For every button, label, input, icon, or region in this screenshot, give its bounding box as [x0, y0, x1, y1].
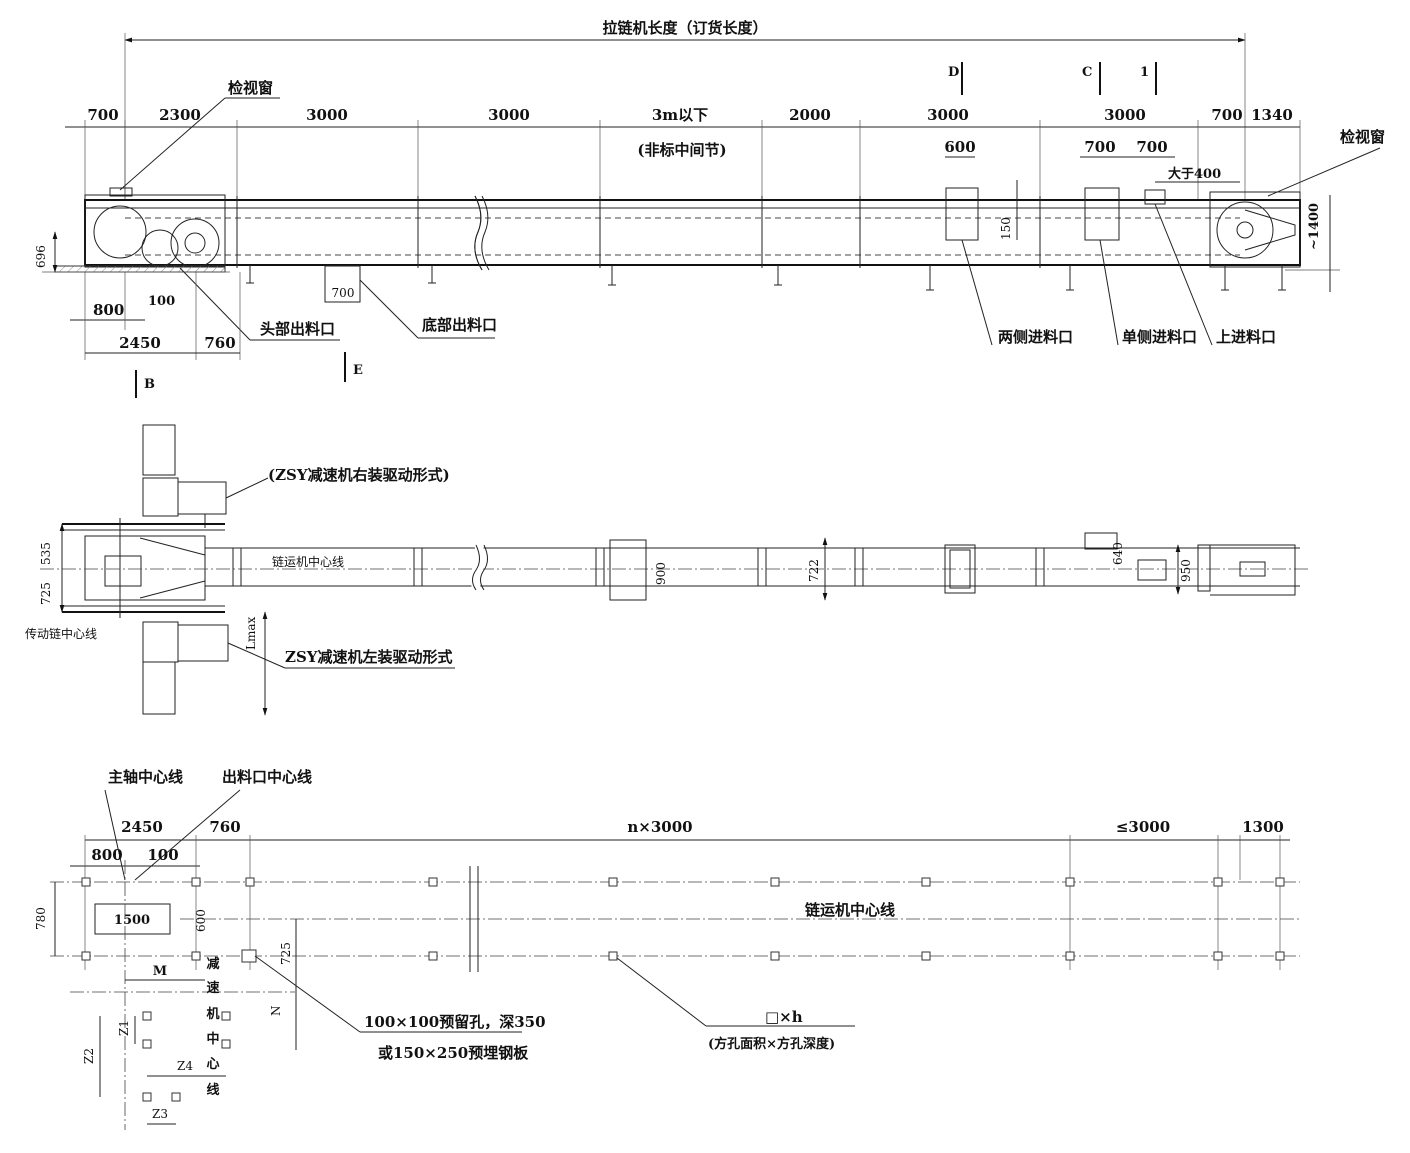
dim-1340: 1340 — [1251, 106, 1293, 124]
top-inlet: 上进料口 — [1216, 328, 1276, 346]
square-hole-2: (方孔面积×方孔深度) — [708, 1036, 835, 1052]
dim-n-x-3000: n×3000 — [627, 818, 692, 836]
svg-text:减: 减 — [206, 956, 219, 972]
dim-600-f: 600 — [194, 909, 208, 932]
dim-3000-d: 3000 — [1104, 106, 1146, 124]
svg-text:线: 线 — [206, 1082, 219, 1098]
dim-2450: 2450 — [119, 334, 161, 352]
reducer-motor-top — [142, 424, 176, 476]
dim-725-f: 725 — [279, 942, 293, 965]
section-mark-c: C — [1082, 65, 1092, 80]
dim-2300: 2300 — [159, 106, 201, 124]
greater-than-400: 大于400 — [1168, 166, 1221, 182]
foundation-plan: 主轴中心线 出料口中心线 2450 760 n×3000 ≤3000 1300 … — [34, 768, 1300, 1130]
square-hole-1: □×h — [765, 1008, 803, 1026]
plan-inlet-top — [1137, 559, 1167, 581]
dim-2450-f: 2450 — [121, 818, 163, 836]
both-side-inlet-box — [945, 187, 979, 241]
bottom-outlet: 底部出料口 — [422, 316, 497, 334]
dim-1500: 1500 — [114, 913, 150, 928]
conveyor-centerline-label: 链运机中心线 — [272, 554, 344, 569]
dim-800: 800 — [93, 301, 124, 319]
svg-text:速: 速 — [206, 980, 219, 996]
dim-900: 900 — [654, 562, 668, 585]
dim-640: 640 — [1111, 542, 1125, 565]
svg-text:心: 心 — [206, 1057, 219, 1072]
dim-le-3000: ≤3000 — [1116, 818, 1170, 836]
elevation-view: 拉链机长度（订货长度） 700 2300 3000 3000 3m以下 2000… — [34, 19, 1385, 398]
section-mark-d: D — [948, 65, 959, 80]
plan-inlet-single — [1084, 532, 1118, 550]
dim-100-f: 100 — [147, 846, 178, 864]
dim-1400: ~1400 — [1307, 203, 1322, 250]
dim-1300: 1300 — [1242, 818, 1284, 836]
outlet-centerline: 出料口中心线 — [222, 768, 312, 786]
dim-700: 700 — [87, 106, 118, 124]
overall-length-label: 拉链机长度（订货长度） — [602, 19, 767, 37]
plan-view: (ZSY减速机右装驱动形式) 链运机中心线 900 722 — [25, 424, 1310, 716]
dim-700-outlet: 700 — [332, 286, 355, 300]
dim-760-f: 760 — [209, 818, 240, 836]
right-drive-label: (ZSY减速机右装驱动形式) — [268, 466, 450, 484]
plan-inlet-both — [944, 544, 976, 594]
dim-z2: Z2 — [82, 1048, 96, 1064]
plan-outlet-900 — [609, 539, 647, 601]
dim-950: 950 — [1179, 559, 1193, 582]
dim-100: 100 — [148, 294, 175, 309]
nonstandard-note: (非标中间节) — [637, 141, 726, 159]
dim-z1: Z1 — [117, 1020, 131, 1036]
dim-3000-a: 3000 — [306, 106, 348, 124]
svg-text:中: 中 — [206, 1031, 219, 1047]
reducer-motor-bottom — [142, 621, 179, 663]
main-shaft-centerline: 主轴中心线 — [108, 768, 183, 786]
dim-760: 760 — [204, 334, 235, 352]
dim-3000-b: 3000 — [488, 106, 530, 124]
dim-150: 150 — [999, 217, 1013, 240]
dim-m: M — [153, 964, 167, 979]
dim-600-inlet: 600 — [944, 138, 975, 156]
dim-696: 696 — [34, 245, 48, 268]
dim-700-inlet-b: 700 — [1136, 138, 1167, 156]
reducer-centerline-label: 减 速 机 中 心 线 — [206, 956, 219, 1098]
dim-700-right: 700 — [1211, 106, 1242, 124]
conveyor-centerline-f-label: 链运机中心线 — [805, 901, 895, 919]
dim-n: N — [269, 1006, 283, 1017]
dim-780: 780 — [34, 907, 48, 930]
dim-2000: 2000 — [789, 106, 831, 124]
dim-700-inlet-a: 700 — [1084, 138, 1115, 156]
section-mark-1: 1 — [1140, 65, 1149, 80]
hole-note-2: 或150×250预埋钢板 — [378, 1044, 529, 1062]
dim-535: 535 — [39, 542, 53, 565]
plan-flanges — [232, 544, 1211, 592]
head-outlet: 头部出料口 — [260, 320, 335, 338]
dim-800-f: 800 — [91, 846, 122, 864]
dim-3m-below: 3m以下 — [652, 106, 708, 124]
dim-3000-c: 3000 — [927, 106, 969, 124]
drive-chain-centerline: 传动链中心线 — [25, 626, 97, 641]
anchor-holes — [81, 877, 1285, 961]
dim-z3: Z3 — [152, 1107, 168, 1121]
left-drive-label: ZSY减速机左装驱动形式 — [285, 648, 453, 666]
top-inlet-box — [1144, 189, 1166, 205]
view-window-right: 检视窗 — [1340, 128, 1385, 146]
single-side-inlet: 单侧进料口 — [1122, 328, 1197, 346]
dim-lmax: Lmax — [244, 616, 258, 650]
dim-722: 722 — [807, 559, 821, 582]
section-flanges — [236, 196, 1041, 268]
section-mark-e: E — [353, 363, 363, 378]
hole-note-1: 100×100预留孔，深350 — [364, 1013, 546, 1031]
section-mark-b: B — [144, 377, 155, 392]
dim-725: 725 — [39, 582, 53, 605]
support-legs — [246, 265, 1286, 291]
svg-text:机: 机 — [206, 1006, 219, 1022]
dim-z4: Z4 — [177, 1059, 193, 1073]
both-side-inlet: 两侧进料口 — [998, 328, 1073, 346]
single-side-inlet-box — [1084, 187, 1120, 241]
view-window-left: 检视窗 — [228, 79, 273, 97]
